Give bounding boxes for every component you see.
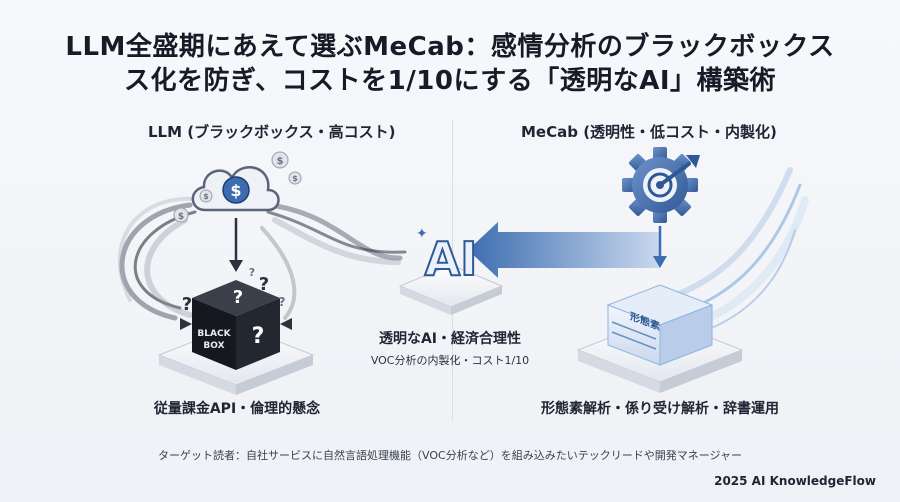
black-box-cube: BLACK BOX ? ? <box>192 280 280 370</box>
gear-to-tile-arrow <box>653 226 667 268</box>
mecab-caption: 形態素解析・係り受け解析・辞書運用 <box>541 401 779 417</box>
black-box-label-1: BLACK <box>197 329 231 339</box>
svg-text:?: ? <box>259 274 269 295</box>
ai-platform <box>398 264 504 315</box>
svg-text:?: ? <box>252 324 265 349</box>
svg-text:$: $ <box>178 212 184 222</box>
svg-text:$: $ <box>230 181 241 200</box>
cloud-to-box-arrow <box>229 218 243 272</box>
target-reader-note: ターゲット読者：自社サービスに自然言語処理機能（VOC分析など）を組み込みたいテ… <box>158 449 742 462</box>
mecab-heading: MeCab (透明性・低コスト・内製化) <box>521 123 777 141</box>
svg-text:$: $ <box>277 156 284 167</box>
transparent-ai-caption: 透明なAI・経済合理性 <box>378 331 522 347</box>
llm-caption: 従量課金API・倫理的懸念 <box>153 401 321 417</box>
svg-text:?: ? <box>233 287 243 308</box>
ai-label: AI <box>425 232 478 286</box>
svg-text:?: ? <box>249 266 255 279</box>
credit: 2025 AI KnowledgeFlow <box>714 474 876 488</box>
coin-icons: $ $ $ $ <box>173 151 302 223</box>
ai-icon: AI ✦ <box>416 226 478 287</box>
title-line-2: ス化を防ぎ、コストを1/10にする「透明なAI」構築術 <box>123 66 777 96</box>
gear-target-icon <box>622 147 700 223</box>
cloud-cost-icon: $ <box>191 166 280 212</box>
morpheme-tile-stack: 形態素 <box>606 284 714 366</box>
svg-text:$: $ <box>292 174 298 183</box>
black-box-label-2: BOX <box>203 341 224 351</box>
main-title: LLM全盛期にあえて選ぶMeCab：感情分析のブラックボックス ス化を防ぎ、コス… <box>0 30 900 98</box>
svg-text:$: $ <box>203 192 209 201</box>
mecab-to-ai-arrow <box>468 222 660 278</box>
smoke-swirls <box>118 196 407 321</box>
llm-heading: LLM (ブラックボックス・高コスト) <box>148 123 396 141</box>
svg-text:✦: ✦ <box>416 226 428 242</box>
box-input-arrows <box>180 318 292 330</box>
svg-text:?: ? <box>279 295 286 309</box>
title-line-1: LLM全盛期にあえて選ぶMeCab：感情分析のブラックボックス <box>65 32 835 62</box>
question-marks: ? ? ? ? <box>182 266 286 315</box>
svg-text:?: ? <box>182 294 192 315</box>
transparent-ai-subcaption: VOC分析の内製化・コスト1/10 <box>370 354 530 367</box>
